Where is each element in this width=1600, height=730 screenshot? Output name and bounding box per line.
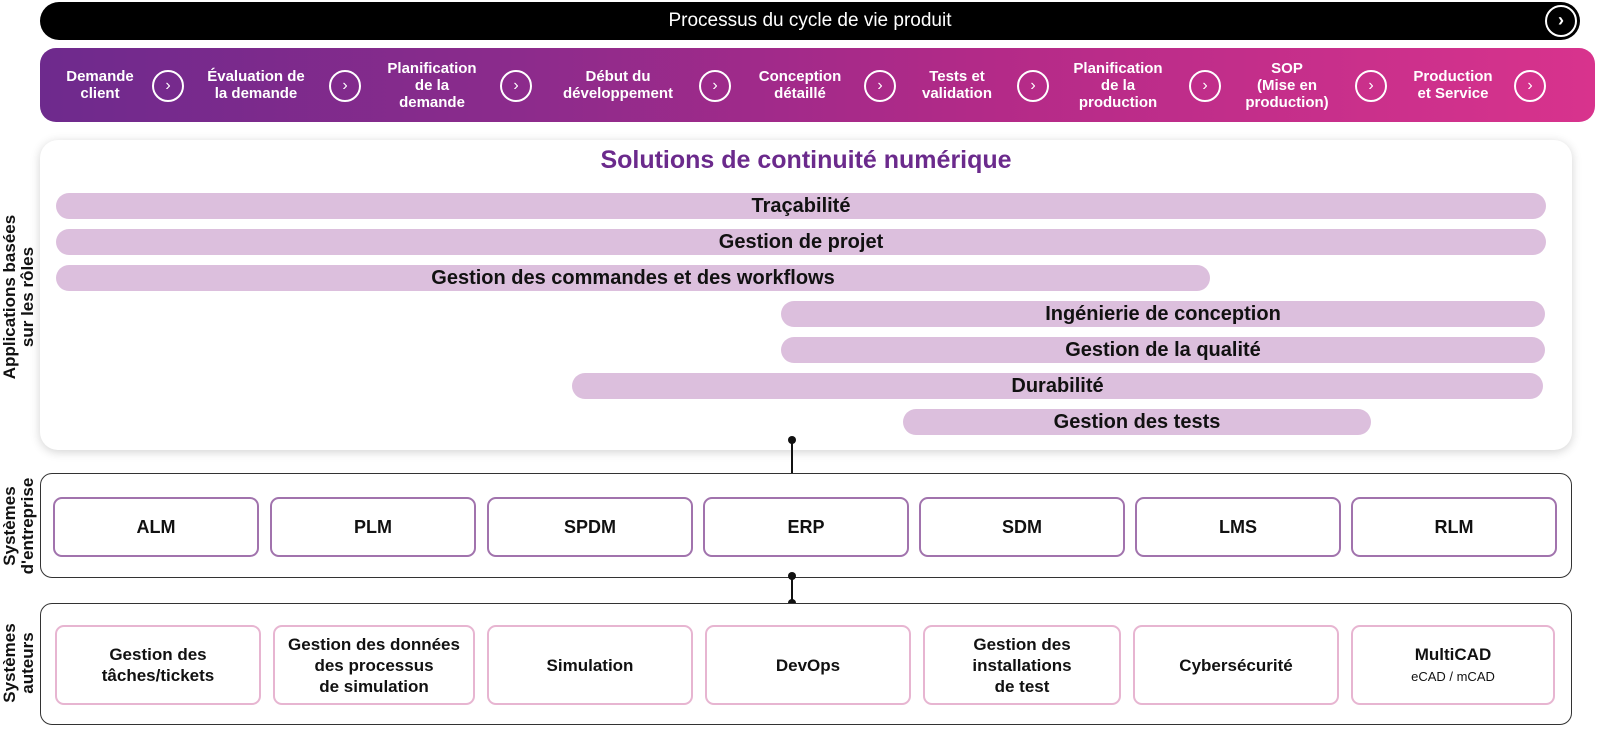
authoring-cybersecurite[interactable]: Cybersécurité	[1133, 625, 1339, 705]
chevron-right-icon: ›	[500, 70, 532, 102]
system-rlm[interactable]: RLM	[1351, 497, 1557, 557]
authoring-multicad[interactable]: MultiCAD eCAD / mCAD	[1351, 625, 1555, 705]
connector-line	[791, 440, 793, 478]
chevron-right-icon: ›	[152, 70, 184, 102]
solutions-title: Solutions de continuité numérique	[600, 146, 1012, 174]
label-role-based-apps: Applications basées sur les rôles	[0, 214, 37, 380]
bar-durabilite: Durabilité	[572, 373, 1543, 399]
label-enterprise-systems: Systèmes d'entreprise	[0, 477, 37, 575]
system-plm[interactable]: PLM	[270, 497, 476, 557]
bar-gestion-commandes-workflows: Gestion des commandes et des workflows	[56, 265, 1210, 291]
authoring-gestion-taches-tickets[interactable]: Gestion des tâches/tickets	[55, 625, 261, 705]
phase-planification-demande: Planification de la demande	[387, 59, 477, 111]
phase-production-service: Production et Service	[1413, 68, 1493, 102]
multicad-label: MultiCAD	[1414, 645, 1492, 664]
bar-gestion-projet: Gestion de projet	[56, 229, 1546, 255]
authoring-simulation[interactable]: Simulation	[487, 625, 693, 705]
bar-gestion-qualite: Gestion de la qualité	[781, 337, 1545, 363]
lifecycle-title: Processus du cycle de vie produit	[668, 10, 952, 31]
phase-planification-production: Planification de la production	[1073, 59, 1163, 111]
connector-line	[791, 576, 793, 604]
system-spdm[interactable]: SPDM	[487, 497, 693, 557]
authoring-devops[interactable]: DevOps	[705, 625, 911, 705]
phase-evaluation-demande: Évaluation de la demande	[207, 68, 305, 102]
phase-tests-validation: Tests et validation	[921, 68, 992, 102]
chevron-right-icon: ›	[1017, 70, 1049, 102]
connector-dot	[788, 436, 796, 444]
chevron-right-icon[interactable]: ›	[1545, 5, 1577, 37]
bar-ingenierie-conception: Ingénierie de conception	[781, 301, 1545, 327]
chevron-right-icon: ›	[1355, 70, 1387, 102]
system-erp[interactable]: ERP	[703, 497, 909, 557]
system-lms[interactable]: LMS	[1135, 497, 1341, 557]
bar-gestion-tests: Gestion des tests	[903, 409, 1371, 435]
phase-bar: Demande client › Évaluation de la demand…	[40, 48, 1595, 122]
solutions-panel: Solutions de continuité numérique Traçab…	[40, 140, 1572, 450]
authoring-gestion-installations-test[interactable]: Gestion des installations de test	[923, 625, 1121, 705]
chevron-right-icon: ›	[1514, 70, 1546, 102]
chevron-right-icon: ›	[1189, 70, 1221, 102]
phase-conception-detaille: Conception détaillé	[758, 68, 842, 102]
phase-sop: SOP (Mise en production)	[1245, 59, 1329, 111]
authoring-gestion-donnees-simulation[interactable]: Gestion des données des processus de sim…	[273, 625, 475, 705]
chevron-right-icon: ›	[699, 70, 731, 102]
chevron-right-icon: ›	[329, 70, 361, 102]
system-sdm[interactable]: SDM	[919, 497, 1125, 557]
chevron-right-icon: ›	[864, 70, 896, 102]
multicad-sublabel: eCAD / mCAD	[1411, 669, 1495, 684]
connector-dot	[788, 572, 796, 580]
phase-debut-developpement: Début du développement	[562, 68, 674, 102]
label-authoring-systems: Systèmes auteurs	[0, 623, 37, 703]
system-alm[interactable]: ALM	[53, 497, 259, 557]
bar-tracabilite: Traçabilité	[56, 193, 1546, 219]
lifecycle-header: Processus du cycle de vie produit ›	[40, 2, 1580, 40]
phase-demande-client: Demande client	[66, 68, 134, 102]
